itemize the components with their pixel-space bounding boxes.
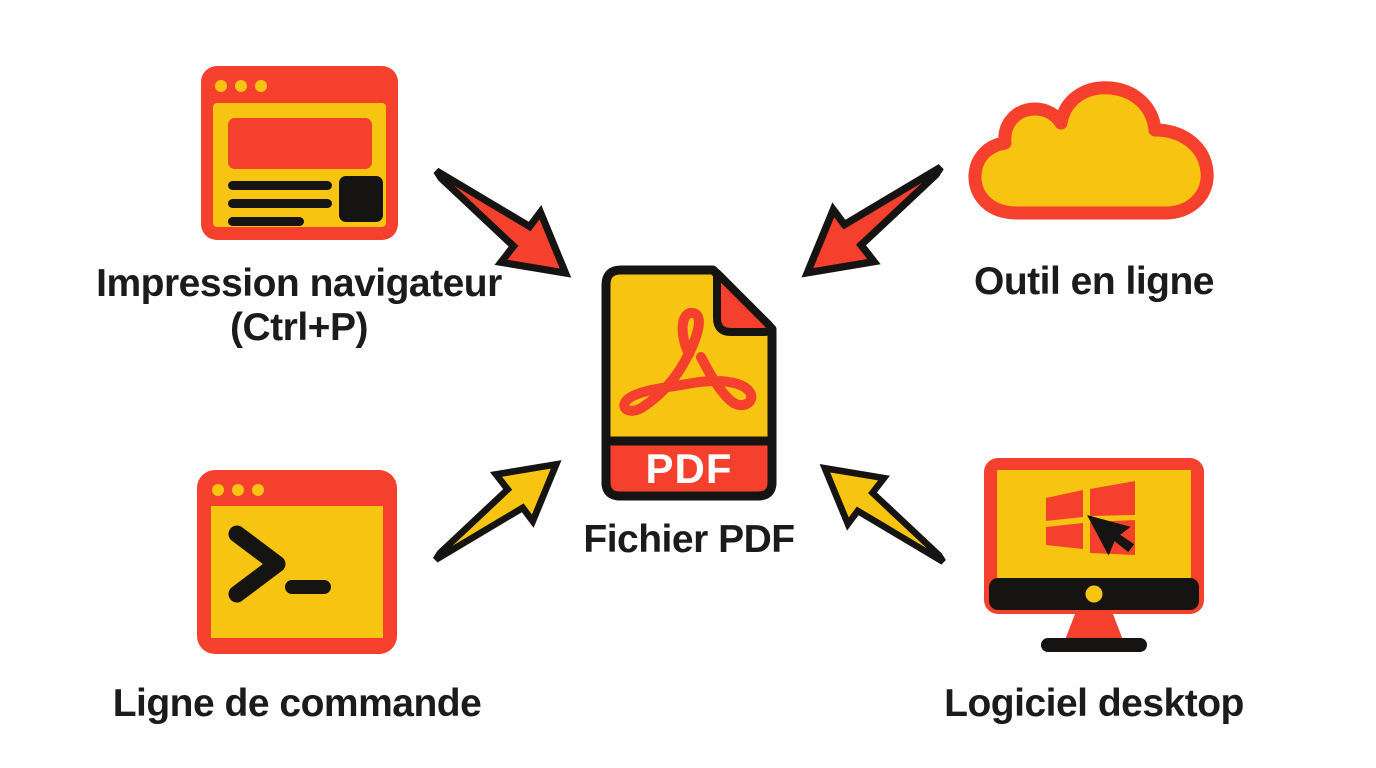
prompt-chevron-icon — [228, 525, 286, 603]
arrow-online-to-pdf-icon — [801, 164, 944, 278]
node-online-tool: Outil en ligne — [879, 73, 1309, 304]
desktop-monitor-icon — [984, 458, 1204, 652]
monitor-base — [1041, 638, 1147, 652]
node-label-command-line: Ligne de commande — [112, 682, 482, 725]
node-desktop-software: Logiciel desktop — [879, 458, 1309, 726]
pdf-badge: PDF — [646, 445, 733, 492]
monitor-power-dot — [1085, 585, 1103, 603]
page-image-block — [338, 176, 383, 222]
pdf-band — [601, 436, 777, 501]
monitor-stand — [1065, 609, 1123, 640]
window-dots-icon — [212, 484, 264, 496]
cloud-icon — [968, 81, 1214, 220]
node-label-pdf-file: Fichier PDF — [583, 518, 795, 561]
cursor-icon — [1087, 515, 1135, 556]
node-label-desktop-software: Logiciel desktop — [944, 682, 1244, 725]
arrow-browser-to-pdf-icon — [433, 167, 572, 278]
file-fold-corner — [713, 269, 775, 336]
node-pdf-file: PDF Fichier PDF — [474, 261, 904, 562]
acrobat-swirl-icon — [619, 308, 757, 416]
pdf-file-icon: PDF — [601, 265, 777, 501]
window-dots-icon — [214, 80, 267, 92]
prompt-underscore-icon — [285, 580, 331, 594]
browser-window-icon — [200, 66, 398, 240]
node-label-browser-print: Impression navigateur (Ctrl+P) — [96, 262, 502, 349]
node-command-line: Ligne de commande — [82, 470, 512, 726]
arrow-desktop-to-pdf-icon — [819, 463, 946, 565]
node-browser-print: Impression navigateur (Ctrl+P) — [84, 66, 514, 349]
arrow-cli-to-pdf-icon — [432, 460, 562, 563]
terminal-icon — [197, 470, 397, 654]
page-text-lines — [227, 181, 332, 226]
page-hero-block — [227, 118, 372, 169]
node-label-online-tool: Outil en ligne — [973, 260, 1215, 303]
